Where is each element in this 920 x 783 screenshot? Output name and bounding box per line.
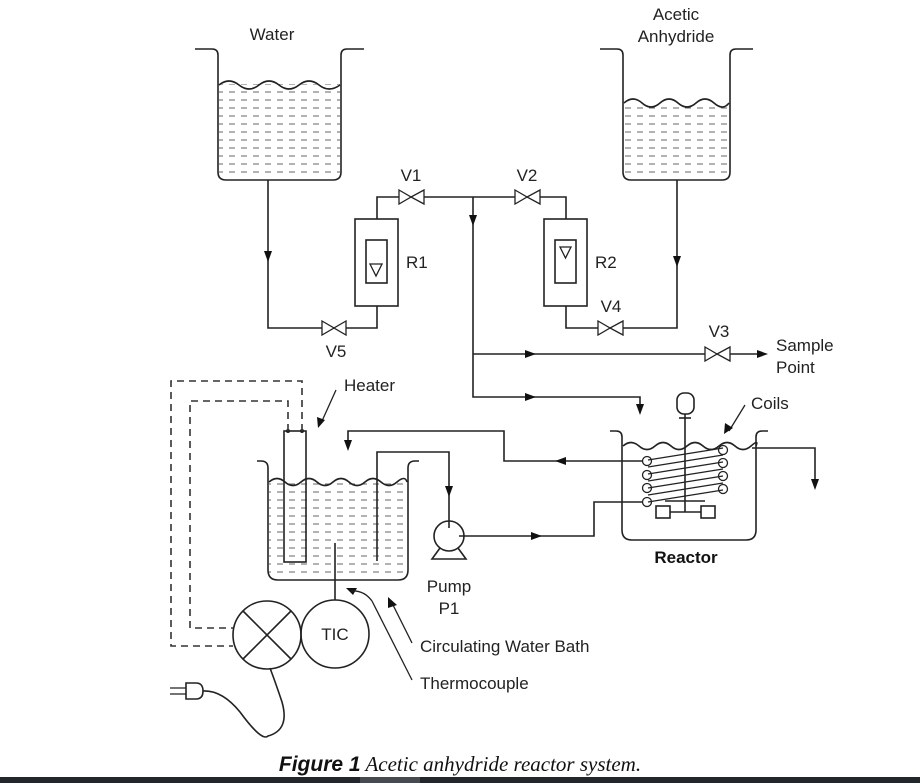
agitator — [655, 392, 716, 519]
pointer-arrow — [388, 597, 397, 608]
flow-arrow — [531, 532, 542, 540]
flow-arrow — [525, 393, 536, 401]
pointer-arrow — [724, 423, 733, 434]
acetic-tank-label-line1: Acetic — [653, 5, 700, 24]
flow-arrow — [445, 486, 453, 497]
figure-number: Figure 1 — [278, 753, 361, 776]
power-plug-icon — [170, 667, 285, 738]
valve-v3[interactable] — [704, 345, 731, 363]
tic-label: TIC — [321, 625, 348, 644]
heater-control-wiring — [170, 380, 303, 647]
pump-label-line1: Pump — [427, 577, 471, 596]
valve-v3-label: V3 — [709, 322, 730, 341]
valve-v1-label: V1 — [401, 166, 422, 185]
pump-label-line2: P1 — [439, 599, 460, 618]
rotameter-r1 — [354, 218, 399, 307]
thermocouple-label: Thermocouple — [420, 674, 529, 693]
rotameter-r2-label: R2 — [595, 253, 617, 272]
bottom-bar — [0, 777, 920, 783]
heater-controller[interactable] — [232, 600, 302, 670]
bottom-bar-segment — [360, 777, 420, 783]
sample-point-label-line1: Sample — [776, 336, 834, 355]
water-tank — [195, 48, 364, 181]
valve-v2[interactable] — [514, 188, 541, 206]
reactor-vessel — [610, 430, 768, 541]
reactor-label: Reactor — [654, 548, 718, 567]
circulating-water-bath-label: Circulating Water Bath — [420, 637, 589, 656]
valve-v4[interactable] — [597, 319, 624, 337]
flow-arrow — [673, 256, 681, 267]
valve-v2-label: V2 — [517, 166, 538, 185]
valve-v4-label: V4 — [601, 297, 622, 316]
flow-arrow — [469, 215, 477, 226]
flow-arrow — [525, 350, 536, 358]
acetic-anhydride-tank — [600, 48, 753, 181]
flow-arrow — [264, 251, 272, 262]
rotameter-r2 — [543, 218, 588, 307]
flow-arrow — [636, 404, 644, 415]
coils-label: Coils — [751, 394, 789, 413]
flow-arrow — [555, 457, 566, 465]
heater-label: Heater — [344, 376, 395, 395]
acetic-tank-label-line2: Anhydride — [638, 27, 715, 46]
temperature-indicator-controller[interactable] — [300, 599, 370, 669]
flow-arrow — [757, 350, 768, 358]
pointer-arrow — [317, 417, 325, 428]
pump-p1[interactable] — [430, 520, 468, 560]
flow-arrow — [811, 479, 819, 490]
valve-v1[interactable] — [398, 188, 425, 206]
flow-arrow — [344, 440, 352, 451]
water-tank-label: Water — [250, 25, 295, 44]
figure-caption-text: Acetic anhydride reactor system. — [360, 752, 642, 776]
sample-point-label-line2: Point — [776, 358, 815, 377]
valve-v5-label: V5 — [326, 342, 347, 361]
rotameter-r1-label: R1 — [406, 253, 428, 272]
figure-caption: Figure 1 Acetic anhydride reactor system… — [0, 752, 920, 777]
cooling-coils — [641, 444, 729, 508]
valve-v5[interactable] — [321, 319, 347, 337]
circulating-water-bath — [257, 460, 419, 581]
